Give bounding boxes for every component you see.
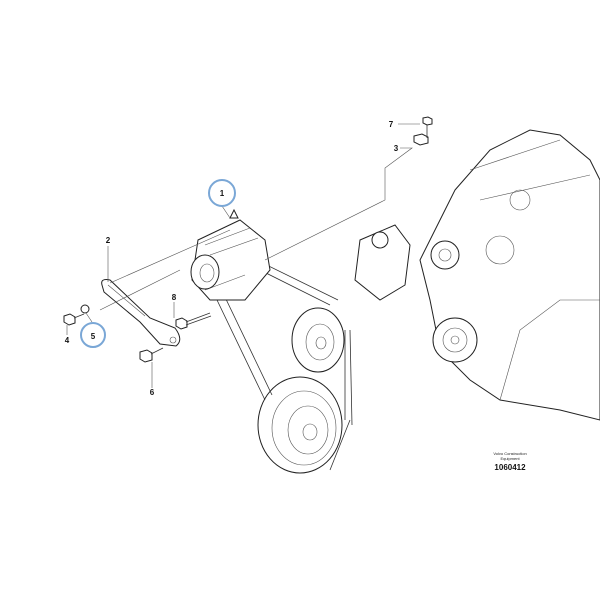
caption-line-2: Equipment xyxy=(500,456,520,461)
alternator xyxy=(190,208,271,301)
callout-label-7[interactable]: 7 xyxy=(389,120,394,129)
callout-label-5: 5 xyxy=(91,332,96,341)
highlight-circle xyxy=(208,179,236,207)
engine-block xyxy=(354,129,600,421)
callout-label-4[interactable]: 4 xyxy=(65,336,70,345)
caption-line-1: Volvo Construction xyxy=(493,451,526,456)
leader-lines xyxy=(66,123,420,388)
drawing-number: 1060412 xyxy=(494,463,526,472)
idler-pulley xyxy=(291,307,345,373)
adjusting-bracket xyxy=(101,279,181,347)
callout-label-2[interactable]: 2 xyxy=(106,236,111,245)
drive-belt xyxy=(204,249,353,471)
callout-5[interactable]: 5 xyxy=(80,322,106,348)
callout-1[interactable]: 1 xyxy=(208,179,236,207)
callout-label-1: 1 xyxy=(220,189,225,198)
callout-label-3[interactable]: 3 xyxy=(394,144,399,153)
crankshaft-pulley xyxy=(257,376,343,474)
callout-label-6[interactable]: 6 xyxy=(150,388,155,397)
highlight-circle xyxy=(80,322,106,348)
callout-label-8[interactable]: 8 xyxy=(172,293,177,302)
fasteners xyxy=(63,116,433,363)
